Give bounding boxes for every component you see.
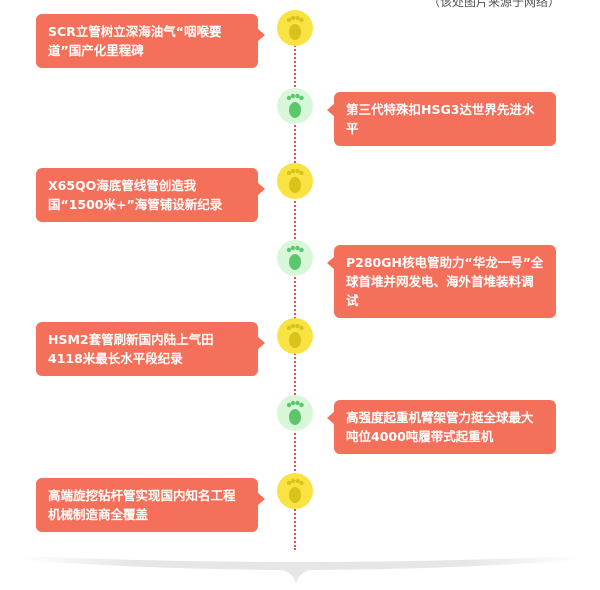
timeline-node-4: [277, 240, 313, 276]
timeline-node-2: [277, 88, 313, 124]
footprint-icon: [286, 478, 304, 503]
timeline-node-3: [277, 163, 313, 199]
timeline-node-6: [277, 395, 313, 431]
footprint-icon: [286, 93, 304, 118]
timeline-card-6: 高强度起重机臂架管力挺全球最大吨位4000吨履带式起重机: [327, 400, 556, 454]
timeline-card-7: 高端旋挖钻杆管实现国内知名工程机械制造商全覆盖: [36, 478, 265, 532]
image-source-note: （该处图片来源于网络）: [427, 0, 560, 9]
footprint-icon: [286, 168, 304, 193]
footprint-icon: [286, 323, 304, 348]
timeline-card-3: X65QO海底管线管创造我国“1500米+”海管铺设新纪录: [36, 168, 265, 222]
footprint-icon: [286, 400, 304, 425]
footprint-icon: [286, 245, 304, 270]
timeline-node-7: [277, 473, 313, 509]
footprint-icon: [286, 15, 304, 40]
timeline-line: [294, 22, 296, 550]
timeline-card-5: HSM2套管刷新国内陆上气田4118米最长水平段纪录: [36, 322, 265, 376]
bottom-curve-decoration: [20, 556, 580, 584]
timeline-node-5: [277, 318, 313, 354]
timeline-node-1: [277, 10, 313, 46]
timeline-card-4: P280GH核电管助力“华龙一号”全球首堆并网发电、海外首堆装料调试: [327, 245, 556, 318]
timeline-card-1: SCR立管树立深海油气“咽喉要道”国产化里程碑: [36, 14, 265, 68]
timeline-card-2: 第三代特殊扣HSG3达世界先进水平: [327, 92, 556, 146]
